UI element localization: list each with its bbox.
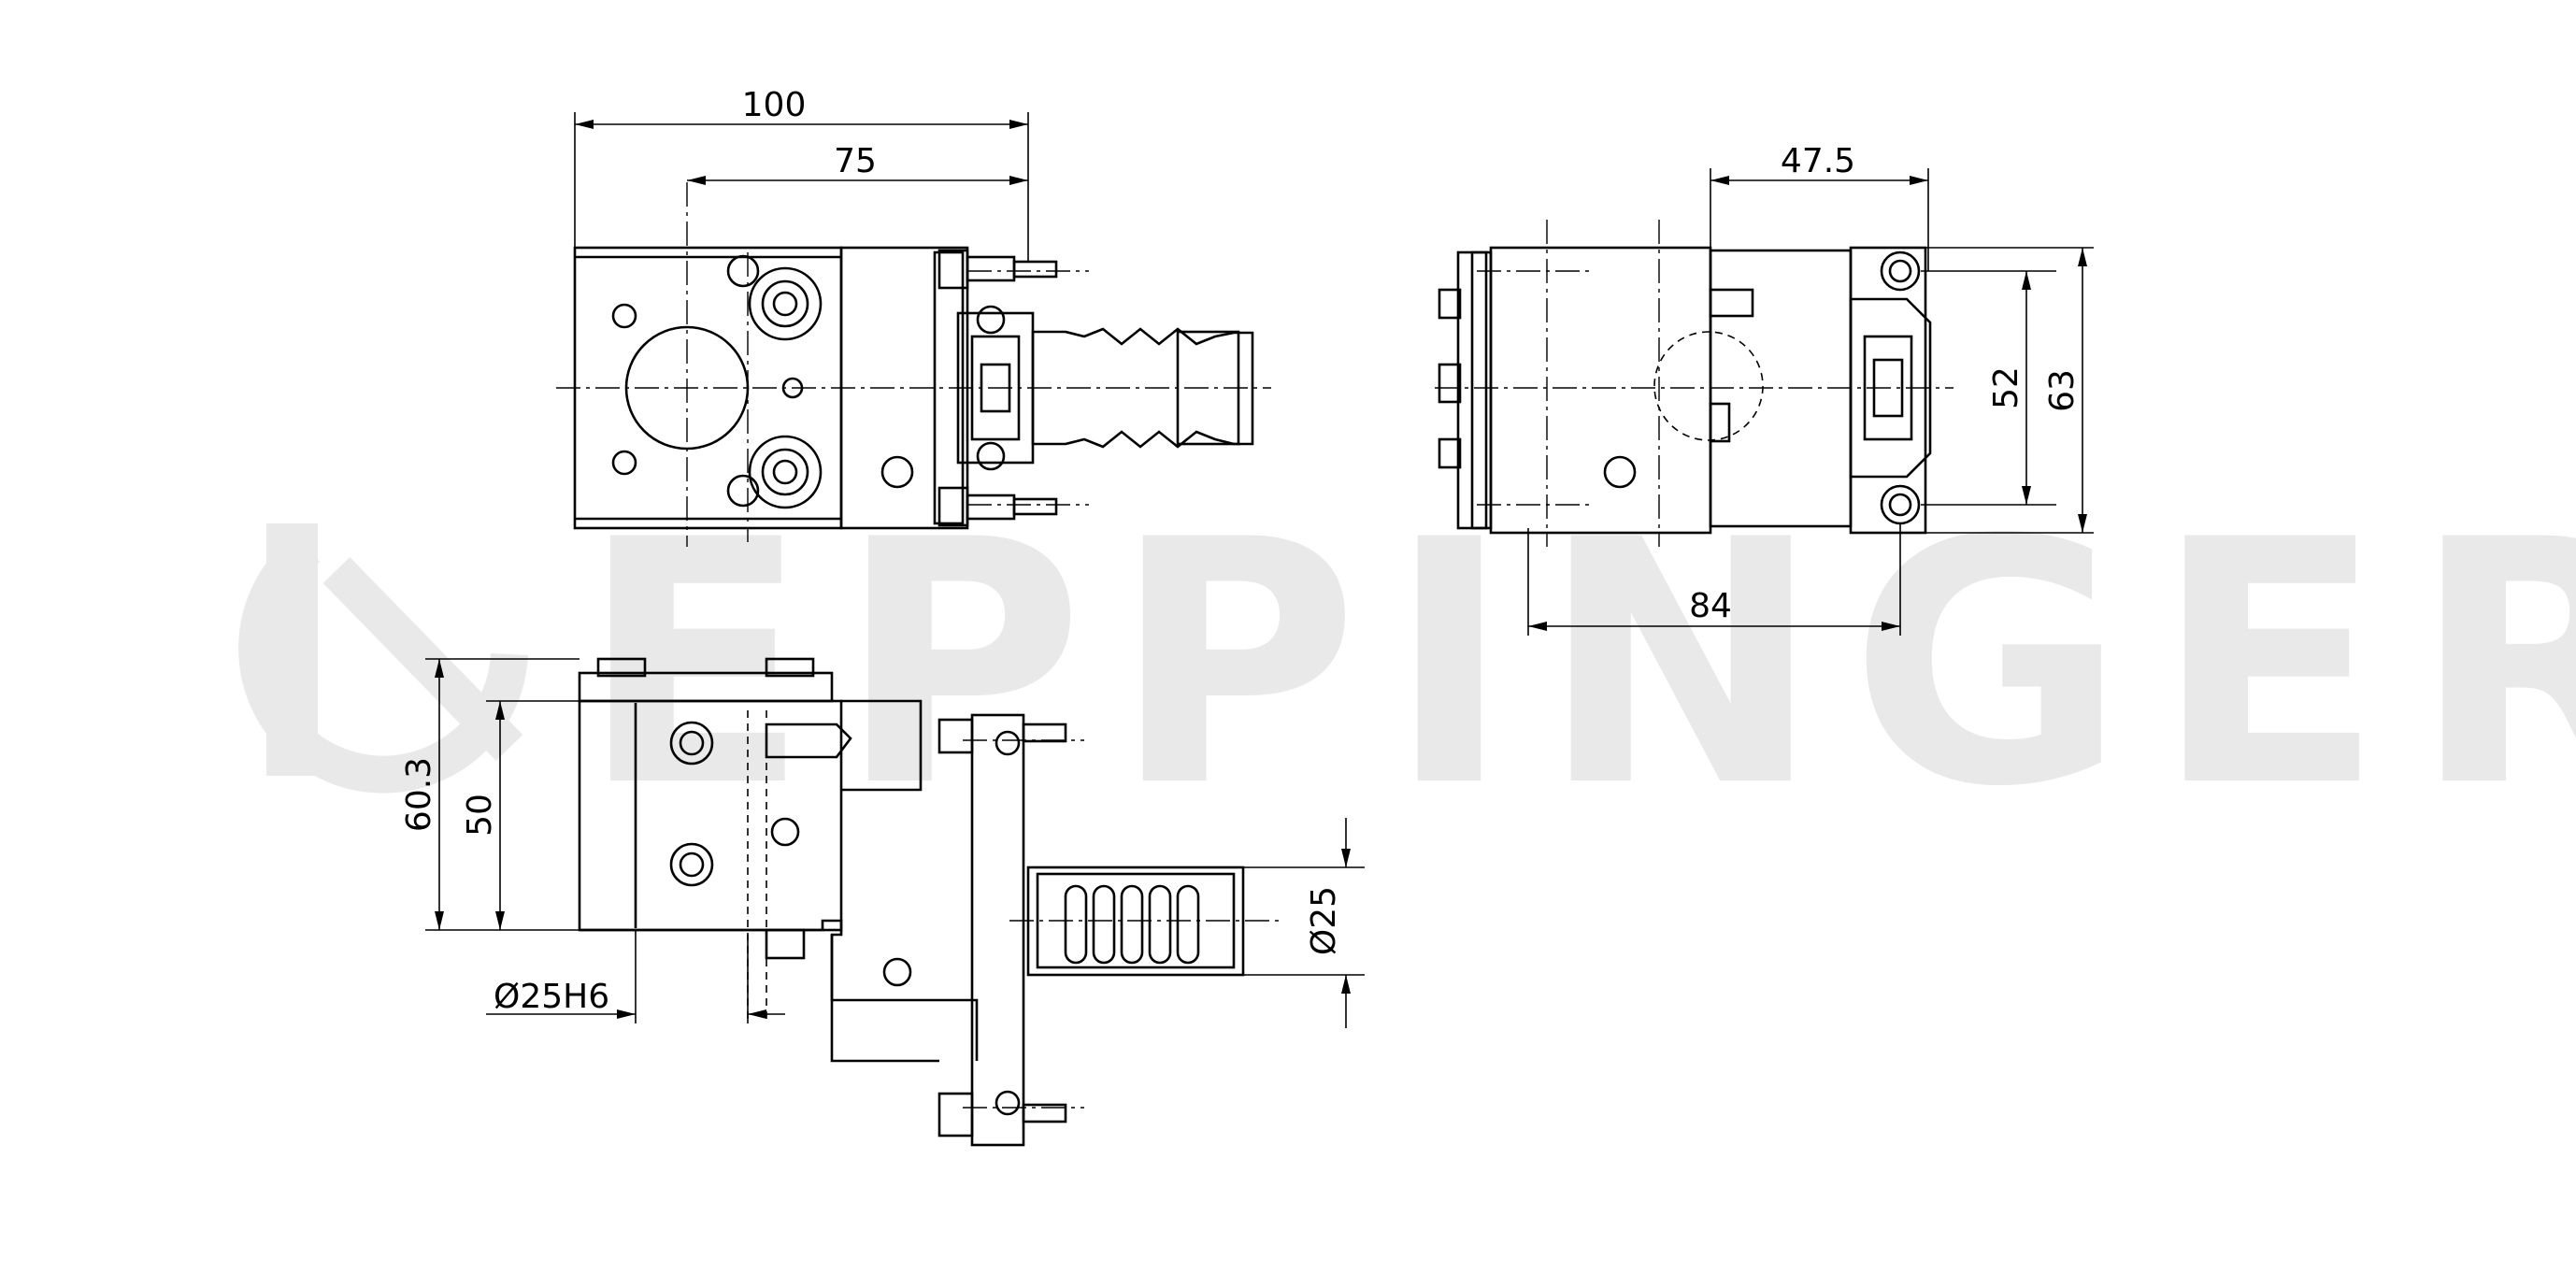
dim-84: 84	[1689, 587, 1732, 625]
dim-63: 63	[2043, 369, 2082, 412]
shank-grooves	[1064, 884, 1200, 965]
dim-47-5: 47.5	[1781, 142, 1855, 180]
dim-50: 50	[461, 794, 499, 837]
screw-bottom	[748, 435, 823, 509]
dim-100: 100	[742, 86, 807, 124]
dim-75: 75	[834, 142, 877, 180]
dim-25: Ø25	[1305, 886, 1343, 955]
side-view: 47.5 52 63 84	[1435, 142, 2094, 636]
dim-60-3: 60.3	[400, 757, 438, 832]
front-view: 100 75	[556, 86, 1271, 547]
eppinger-logo	[238, 531, 528, 794]
top-view: 60.3 50 Ø25H6 Ø25	[400, 657, 1365, 1147]
dim-25h6: Ø25H6	[494, 978, 609, 1016]
screw-top	[748, 266, 823, 341]
dim-52: 52	[1987, 366, 2025, 409]
